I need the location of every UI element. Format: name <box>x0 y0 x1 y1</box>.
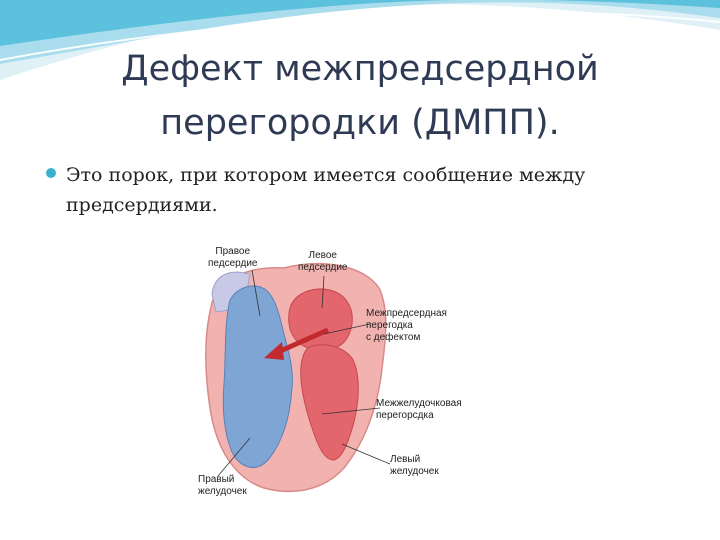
left-ventricle <box>300 344 359 461</box>
label-left-ventricle: Левый желудочек <box>390 454 439 478</box>
title-line-1: Дефект межпредсердной <box>121 49 599 89</box>
left-atrium <box>288 288 353 351</box>
label-right-ventricle: Правый желудочек <box>198 474 247 498</box>
shunt-arrow <box>276 327 330 355</box>
label-right-ventricle-line2: желудочек <box>198 486 247 497</box>
label-right-atrium-line2: педсердие <box>208 258 258 269</box>
label-left-ventricle-line2: желудочек <box>390 466 439 477</box>
label-right-ventricle-line1: Правый <box>198 474 235 485</box>
label-left-atrium-line2: педсердие <box>298 262 348 273</box>
heart-diagram: Правое педсердие Левое педсердие Межпред… <box>194 238 494 498</box>
label-ventricular-septum: Межжелудочковая перегорсдка <box>376 398 462 422</box>
label-left-atrium: Левое педсердие <box>298 250 347 274</box>
title-line-2: перегородки (ДМПП). <box>160 103 560 143</box>
label-right-atrium-line1: Правое <box>215 246 251 257</box>
label-right-atrium: Правое педсердие <box>208 246 257 270</box>
label-septum-defect-line3: с дефектом <box>366 332 421 343</box>
label-left-ventricle-line1: Левый <box>390 454 421 465</box>
slide-title: Дефект межпредсердной перегородки (ДМПП)… <box>40 42 680 150</box>
right-chamber <box>222 285 293 468</box>
label-ventricular-septum-line1: Межжелудочковая <box>376 398 462 409</box>
label-ventricular-septum-line2: перегорсдка <box>376 410 434 421</box>
decorative-wave-header <box>0 0 720 80</box>
bullet-dot-icon <box>46 168 56 178</box>
label-septum-defect-line1: Межпредсердная <box>366 308 447 319</box>
heart-illustration <box>205 263 391 493</box>
shunt-arrow-head <box>264 342 284 360</box>
label-septum-defect: Межпредсердная перегодка с дефектом <box>366 308 447 344</box>
bullet-text: Это порок, при котором имеется сообщение… <box>66 164 586 216</box>
label-septum-defect-line2: перегодка <box>366 320 413 331</box>
label-left-atrium-line1: Левое <box>308 250 337 261</box>
